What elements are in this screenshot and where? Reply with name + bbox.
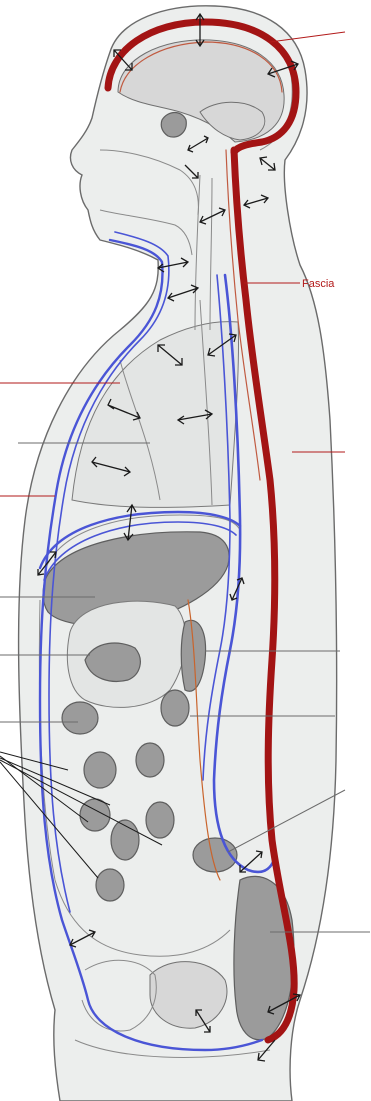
intestine-loop-3 [84,752,116,788]
intestine-loop-7 [146,802,174,838]
eye-orbit [161,113,186,138]
intestine-loop-8 [96,869,124,901]
thoracic-cavity [72,322,239,508]
intestine-loop-4 [136,743,164,777]
intestine-loop-1 [62,702,98,734]
intestine-loop-2 [161,690,189,726]
label-fascia: Fascia [302,278,335,290]
